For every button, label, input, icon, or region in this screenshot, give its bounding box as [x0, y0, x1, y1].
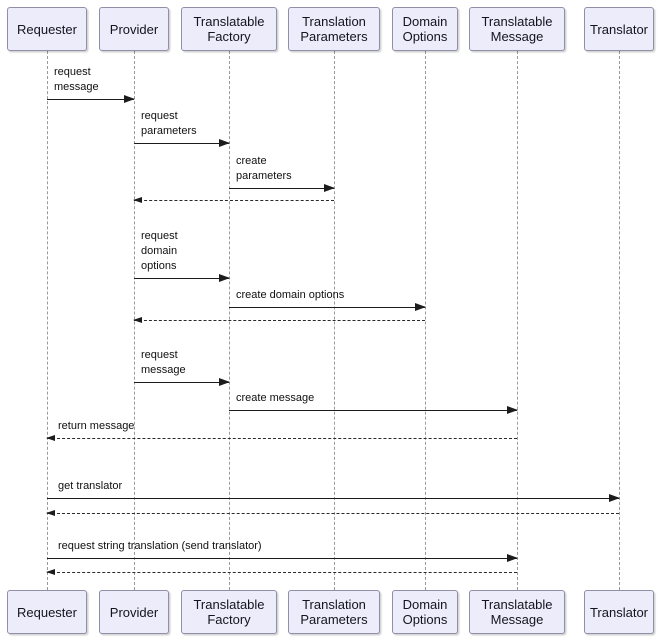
- arrowhead-right-icon: [507, 406, 518, 414]
- message-label: return message: [58, 420, 135, 432]
- message-line: [229, 188, 334, 189]
- participant-bottom-translatable-factory: Translatable Factory: [181, 590, 277, 634]
- message-label: create domain options: [236, 289, 345, 301]
- message-label: get translator: [58, 480, 123, 492]
- arrowhead-right-icon: [507, 554, 518, 562]
- arrowhead-left-icon: [46, 509, 55, 516]
- arrowhead-right-icon: [219, 378, 230, 386]
- arrowhead-left-icon: [46, 568, 55, 575]
- participant-top-translation-parameters: Translation Parameters: [288, 7, 380, 51]
- arrowhead-right-icon: [324, 184, 335, 192]
- message-line: [134, 278, 229, 279]
- message-label: create message: [236, 392, 315, 404]
- message-label: request message: [54, 66, 99, 93]
- arrowhead-left-icon: [46, 434, 55, 441]
- lifeline-translatable-message: [517, 51, 518, 590]
- participant-top-provider: Provider: [99, 7, 169, 51]
- lifeline-translator: [619, 51, 620, 590]
- participant-top-domain-options: Domain Options: [392, 7, 458, 51]
- participant-bottom-requester: Requester: [7, 590, 87, 634]
- message-label: request domain options: [141, 230, 178, 272]
- participant-bottom-domain-options: Domain Options: [392, 590, 458, 634]
- participant-top-translatable-message: Translatable Message: [469, 7, 565, 51]
- message-line: [47, 99, 134, 100]
- arrowhead-left-icon: [133, 316, 142, 323]
- arrowhead-right-icon: [219, 274, 230, 282]
- participant-bottom-translation-parameters: Translation Parameters: [288, 590, 380, 634]
- message-label: request message: [141, 349, 186, 376]
- message-line: [229, 307, 425, 308]
- message-label: request string translation (send transla…: [58, 540, 262, 552]
- message-line: [47, 558, 517, 559]
- message-line: [229, 410, 517, 411]
- arrowhead-right-icon: [609, 494, 620, 502]
- message-line: [47, 513, 619, 514]
- participant-bottom-translator: Translator: [584, 590, 654, 634]
- lifeline-requester: [47, 51, 48, 590]
- participant-top-translator: Translator: [584, 7, 654, 51]
- arrowhead-left-icon: [133, 196, 142, 203]
- arrowhead-right-icon: [415, 303, 426, 311]
- message-line: [134, 143, 229, 144]
- message-label: request parameters: [141, 110, 197, 137]
- message-line: [47, 438, 517, 439]
- message-label: create parameters: [236, 155, 292, 182]
- participant-bottom-translatable-message: Translatable Message: [469, 590, 565, 634]
- participant-top-requester: Requester: [7, 7, 87, 51]
- message-line: [47, 572, 517, 573]
- arrowhead-right-icon: [219, 139, 230, 147]
- message-line: [134, 320, 425, 321]
- participant-top-translatable-factory: Translatable Factory: [181, 7, 277, 51]
- arrowhead-right-icon: [124, 95, 135, 103]
- lifeline-domain-options: [425, 51, 426, 590]
- message-line: [134, 382, 229, 383]
- participant-bottom-provider: Provider: [99, 590, 169, 634]
- message-line: [134, 200, 334, 201]
- message-line: [47, 498, 619, 499]
